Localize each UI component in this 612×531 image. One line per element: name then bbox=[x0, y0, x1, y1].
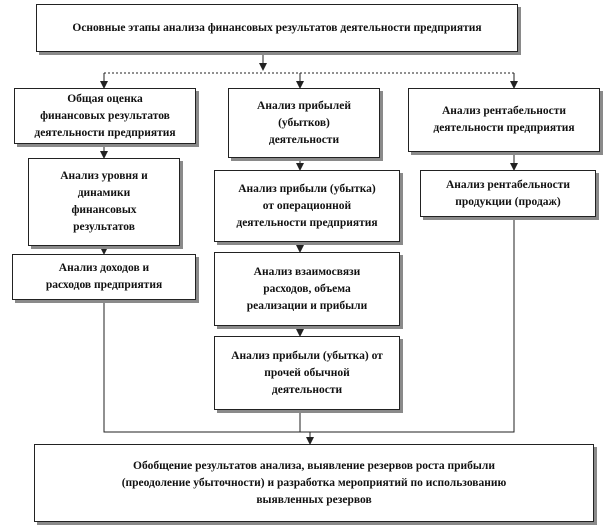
top-box-text: Основные этапы анализа финансовых резуль… bbox=[72, 21, 482, 34]
col3-item1-box: Анализ рентабельности продукции (продаж) bbox=[420, 170, 596, 217]
col2-item3-text: Анализ прибыли (убытка) от прочей обычно… bbox=[231, 349, 383, 396]
top-box: Основные этапы анализа финансовых резуль… bbox=[36, 4, 518, 52]
col1-item1-box: Анализ уровня и динамики финансовых резу… bbox=[28, 158, 180, 246]
col1-item1-text: Анализ уровня и динамики финансовых резу… bbox=[60, 170, 148, 233]
col1-item2-text: Анализ доходов и расходов предприятия bbox=[45, 262, 163, 291]
col1-header-box: Общая оценка финансовых результатов деят… bbox=[14, 88, 196, 144]
col3-item1-text: Анализ рентабельности продукции (продаж) bbox=[445, 178, 570, 208]
col2-item1-text: Анализ прибыли (убытка) от операционной … bbox=[236, 182, 378, 229]
col1-header-text: Общая оценка финансовых результатов деят… bbox=[34, 92, 176, 139]
col2-header-box: Анализ прибылей (убытков) деятельности bbox=[228, 88, 380, 158]
col3-header-box: Анализ рентабельности деятельности предп… bbox=[408, 88, 600, 152]
bottom-box-text: Обобщение результатов анализа, выявление… bbox=[121, 459, 507, 506]
bottom-box: Обобщение результатов анализа, выявление… bbox=[34, 444, 594, 522]
col2-item3-box: Анализ прибыли (убытка) от прочей обычно… bbox=[214, 336, 400, 410]
col2-item1-box: Анализ прибыли (убытка) от операционной … bbox=[214, 170, 400, 242]
col2-item2-text: Анализ взаимосвязи расходов, объема реал… bbox=[246, 265, 368, 312]
col3-header-text: Анализ рентабельности деятельности предп… bbox=[433, 105, 575, 134]
convergence-line bbox=[103, 217, 515, 433]
col1-item2-box: Анализ доходов и расходов предприятия bbox=[12, 254, 196, 300]
col2-header-text: Анализ прибылей (убытков) деятельности bbox=[257, 99, 351, 146]
col2-item2-box: Анализ взаимосвязи расходов, объема реал… bbox=[214, 252, 400, 326]
